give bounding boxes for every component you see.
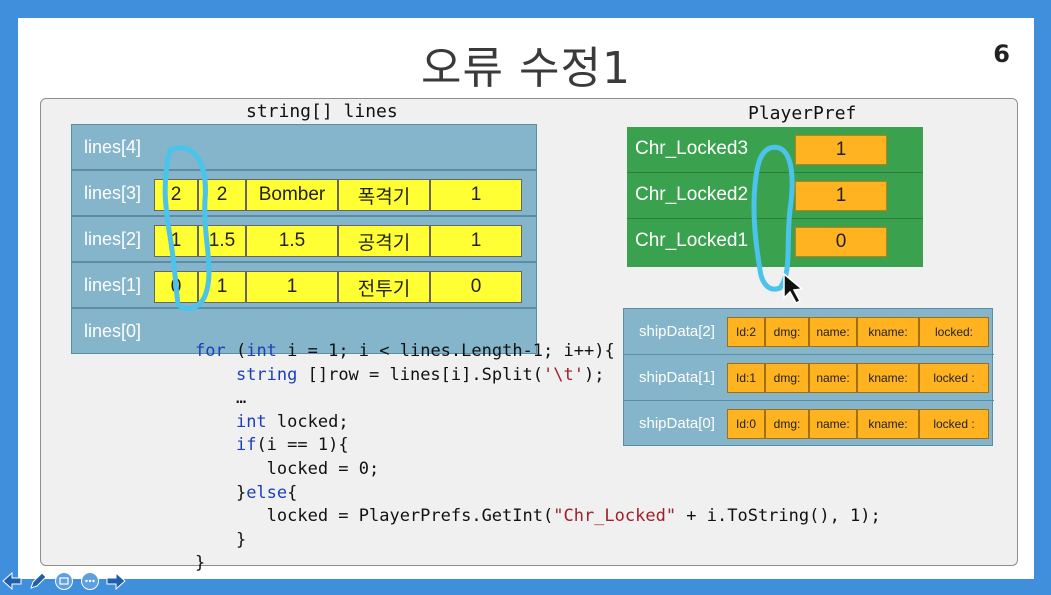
row-label: lines[0] <box>84 321 142 341</box>
pref-row: Chr_Locked3 1 <box>627 127 923 173</box>
ship-row-label: shipData[0] <box>639 415 715 432</box>
ship-row-label: shipData[2] <box>639 323 715 340</box>
ship-cell: dmg: <box>765 409 809 439</box>
row-label: lines[2] <box>84 229 142 249</box>
playerpref-label: PlayerPref <box>748 103 857 124</box>
ship-cell: locked : <box>919 409 989 439</box>
code-line: if(i == 1){ <box>235 435 349 456</box>
lines-row-2: lines[2] 1 1.5 1.5 공격기 1 <box>71 216 537 262</box>
table-cell: 전투기 <box>338 271 430 303</box>
pref-value: 1 <box>795 181 887 211</box>
ship-cell: name: <box>809 363 857 393</box>
ship-cell: name: <box>809 409 857 439</box>
table-cell: 0 <box>430 271 522 303</box>
code-line: locked = 0; <box>195 458 380 479</box>
row-label: lines[3] <box>84 183 142 203</box>
code-line: for (int i = 1; i < lines.Length-1; i++)… <box>195 341 615 361</box>
table-cell: 1 <box>430 225 522 257</box>
table-cell: 폭격기 <box>338 179 430 211</box>
pref-value: 0 <box>795 227 887 257</box>
ship-cell: kname: <box>857 363 919 393</box>
code-line: }else{ <box>195 482 298 503</box>
lines-table: lines[4] lines[3] 2 2 Bomber 폭격기 1 lines… <box>71 106 537 354</box>
code-line: … <box>195 388 247 409</box>
lines-row-4: lines[4] <box>71 124 537 170</box>
playerpref-table: Chr_Locked3 1 Chr_Locked2 1 Chr_Locked1 … <box>627 127 923 267</box>
code-line: } <box>195 553 206 574</box>
code-line: locked = PlayerPrefs.GetInt("Chr_Locked"… <box>195 506 881 527</box>
table-cell: 1 <box>198 271 246 303</box>
ship-cell: locked: <box>919 317 989 347</box>
pref-key: Chr_Locked2 <box>635 184 749 205</box>
pen-icon[interactable] <box>26 569 50 593</box>
lines-label: string[] lines <box>246 101 398 122</box>
arrow-left-icon[interactable] <box>0 569 24 593</box>
ship-cell: dmg: <box>765 363 809 393</box>
lines-row-1: lines[1] 0 1 1 전투기 0 <box>71 262 537 308</box>
ship-cell: kname: <box>857 317 919 347</box>
ship-cell: locked : <box>919 363 989 393</box>
ship-cell: kname: <box>857 409 919 439</box>
ship-cell: dmg: <box>765 317 809 347</box>
page-title: 오류 수정1 <box>421 43 631 94</box>
lines-row-3: lines[3] 2 2 Bomber 폭격기 1 <box>71 170 537 216</box>
lines-row-0: lines[0] <box>71 308 537 354</box>
code-line: string []row = lines[i].Split('\t'); <box>235 364 605 385</box>
ship-row: shipData[2] Id:2 dmg: name: kname: locke… <box>624 309 994 355</box>
shipdata-table: shipData[2] Id:2 dmg: name: kname: locke… <box>623 308 994 447</box>
pref-row: Chr_Locked1 0 <box>627 219 923 265</box>
slide-icon[interactable] <box>52 569 76 593</box>
ship-cell: Id:2 <box>727 317 765 347</box>
table-cell: 0 <box>154 271 198 303</box>
row-label: lines[4] <box>84 137 142 157</box>
slideshow-nav <box>0 567 128 595</box>
row-label: lines[1] <box>84 275 142 295</box>
table-cell: 1 <box>430 179 522 211</box>
page-number: 6 <box>993 40 1010 68</box>
pref-key: Chr_Locked1 <box>635 230 749 251</box>
table-cell: 공격기 <box>338 225 430 257</box>
table-cell: 2 <box>198 179 246 211</box>
pref-key: Chr_Locked3 <box>635 138 749 159</box>
ship-cell: name: <box>809 317 857 347</box>
pref-value: 1 <box>795 135 887 165</box>
table-cell: Bomber <box>246 179 338 211</box>
ship-row: shipData[0] Id:0 dmg: name: kname: locke… <box>624 401 994 447</box>
ship-row: shipData[1] Id:1 dmg: name: kname: locke… <box>624 355 994 401</box>
ship-cell: Id:1 <box>727 363 765 393</box>
table-cell: 1.5 <box>246 225 338 257</box>
pref-row: Chr_Locked2 1 <box>627 173 923 219</box>
code-block: for (int i = 1; i < lines.Length-1; i++)… <box>195 340 881 576</box>
more-icon[interactable] <box>78 569 102 593</box>
table-cell: 1 <box>246 271 338 303</box>
code-line: int locked; <box>235 411 349 432</box>
table-cell: 2 <box>154 179 198 211</box>
code-line: } <box>195 529 247 550</box>
table-cell: 1 <box>154 225 198 257</box>
ship-row-label: shipData[1] <box>639 369 715 386</box>
arrow-right-icon[interactable] <box>104 569 128 593</box>
table-cell: 1.5 <box>198 225 246 257</box>
ship-cell: Id:0 <box>727 409 765 439</box>
